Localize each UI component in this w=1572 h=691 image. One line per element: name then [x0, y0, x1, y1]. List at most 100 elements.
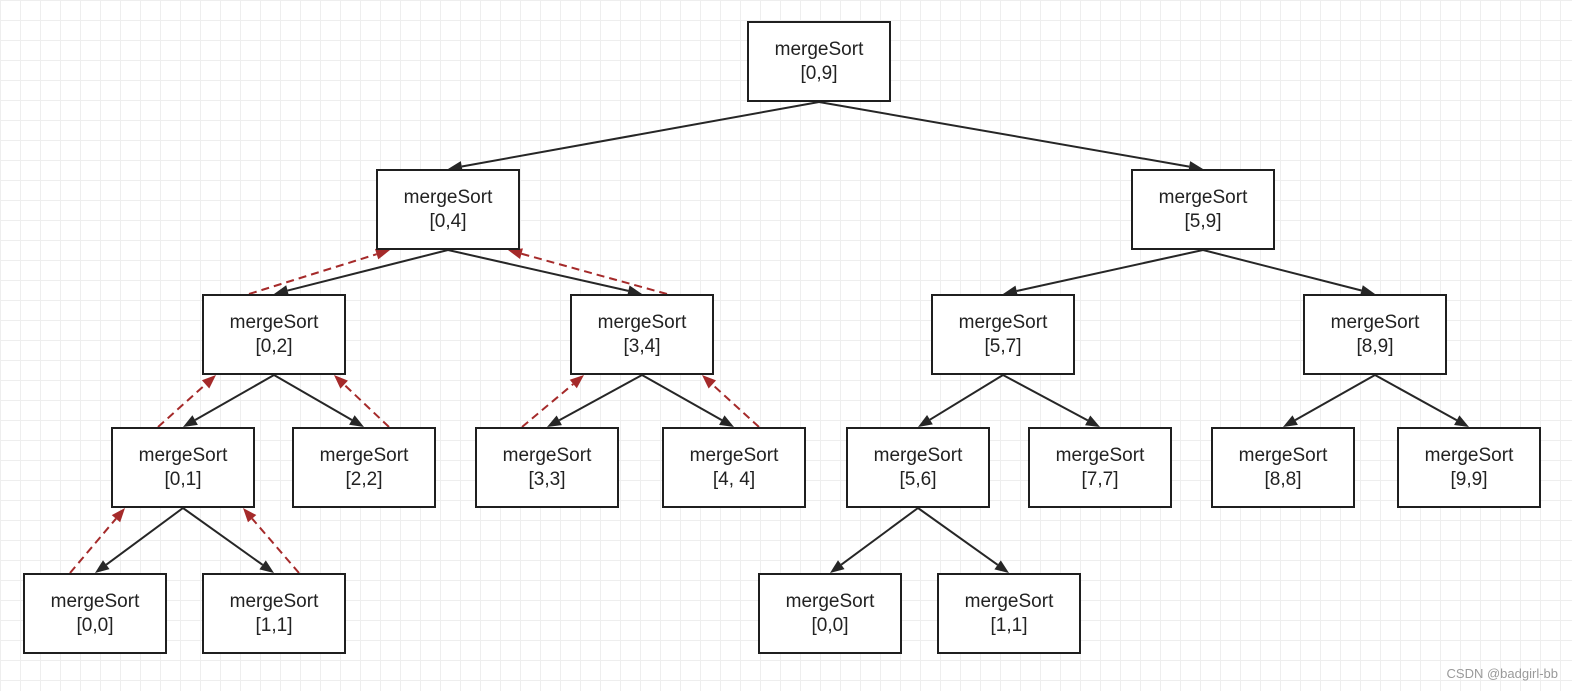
node-title: mergeSort	[774, 38, 864, 60]
call-edge	[1002, 374, 1089, 422]
node-n89: mergeSort[8,9]	[1303, 294, 1447, 375]
node-title: mergeSort	[958, 311, 1048, 333]
node-n00b: mergeSort[0,0]	[758, 573, 902, 654]
node-range: [9,9]	[1450, 468, 1488, 490]
return-edge	[248, 253, 377, 295]
node-title: mergeSort	[1158, 186, 1248, 208]
node-range: [5,6]	[899, 468, 937, 490]
call-arrowhead	[349, 415, 364, 427]
node-n99: mergeSort[9,9]	[1397, 427, 1541, 508]
watermark: CSDN @badgirl-bb	[1446, 666, 1558, 681]
call-edge	[447, 249, 629, 292]
node-range: [3,4]	[623, 335, 661, 357]
call-edge	[287, 249, 449, 292]
node-title: mergeSort	[403, 186, 493, 208]
call-arrowhead	[1003, 285, 1018, 297]
return-arrowhead	[569, 375, 584, 389]
node-title: mergeSort	[50, 590, 140, 612]
node-range: [0,4]	[429, 210, 467, 232]
call-arrowhead	[1283, 415, 1298, 427]
call-arrowhead	[627, 285, 642, 297]
call-arrowhead	[1454, 415, 1469, 427]
node-title: mergeSort	[1330, 311, 1420, 333]
return-edge	[157, 383, 207, 428]
call-arrowhead	[918, 415, 933, 427]
node-n22: mergeSort[2,2]	[292, 427, 436, 508]
node-range: [1,1]	[990, 614, 1028, 636]
return-edge	[711, 383, 760, 428]
node-range: [8,8]	[1264, 468, 1302, 490]
call-arrowhead	[95, 560, 110, 573]
call-edge	[840, 507, 919, 566]
call-edge	[1016, 249, 1204, 292]
node-n56: mergeSort[5,6]	[846, 427, 990, 508]
call-edge	[105, 507, 184, 566]
node-title: mergeSort	[1424, 444, 1514, 466]
node-range: [0,0]	[76, 614, 114, 636]
call-arrowhead	[274, 285, 289, 296]
call-edge	[1294, 374, 1376, 421]
node-title: mergeSort	[689, 444, 779, 466]
node-range: [0,2]	[255, 335, 293, 357]
node-range: [3,3]	[528, 468, 566, 490]
call-arrowhead	[183, 415, 198, 427]
return-arrowhead	[702, 375, 717, 389]
call-edge	[929, 374, 1004, 421]
node-n02: mergeSort[0,2]	[202, 294, 346, 375]
call-edge	[1374, 374, 1458, 422]
node-n57: mergeSort[5,7]	[931, 294, 1075, 375]
return-arrowhead	[334, 375, 348, 389]
node-range: [4, 4]	[712, 468, 756, 490]
node-title: mergeSort	[319, 444, 409, 466]
node-n33: mergeSort[3,3]	[475, 427, 619, 508]
return-edge	[521, 252, 668, 295]
node-title: mergeSort	[138, 444, 228, 466]
node-range: [0,9]	[800, 62, 838, 84]
return-edge	[343, 383, 390, 428]
node-n88: mergeSort[8,8]	[1211, 427, 1355, 508]
node-range: [5,9]	[1184, 210, 1222, 232]
call-edge	[194, 374, 275, 421]
call-edge	[558, 374, 643, 422]
node-title: mergeSort	[873, 444, 963, 466]
node-title: mergeSort	[502, 444, 592, 466]
call-edge	[917, 507, 999, 566]
node-title: mergeSort	[964, 590, 1054, 612]
node-n01: mergeSort[0,1]	[111, 427, 255, 508]
node-title: mergeSort	[1238, 444, 1328, 466]
call-edge	[182, 507, 264, 566]
return-arrowhead	[508, 248, 523, 260]
return-arrowhead	[243, 508, 257, 523]
node-n59: mergeSort[5,9]	[1131, 169, 1275, 250]
node-title: mergeSort	[785, 590, 875, 612]
node-range: [7,7]	[1081, 468, 1119, 490]
call-arrowhead	[547, 415, 562, 427]
call-arrowhead	[830, 560, 845, 573]
node-title: mergeSort	[1055, 444, 1145, 466]
call-edge	[641, 374, 723, 421]
node-title: mergeSort	[229, 590, 319, 612]
node-title: mergeSort	[597, 311, 687, 333]
call-arrowhead	[259, 560, 274, 573]
node-range: [1,1]	[255, 614, 293, 636]
call-edge	[273, 374, 353, 421]
node-range: [0,1]	[164, 468, 202, 490]
call-arrowhead	[719, 415, 734, 427]
return-arrowhead	[111, 508, 125, 523]
call-arrowhead	[1085, 415, 1100, 427]
node-n09: mergeSort[0,9]	[747, 21, 891, 102]
node-range: [2,2]	[345, 468, 383, 490]
node-range: [5,7]	[984, 335, 1022, 357]
call-edge	[818, 101, 1190, 168]
return-arrowhead	[201, 375, 216, 389]
return-edge	[521, 383, 574, 428]
node-n11b: mergeSort[1,1]	[937, 573, 1081, 654]
node-n44: mergeSort[4, 4]	[662, 427, 806, 508]
return-arrowhead	[374, 248, 390, 260]
node-n34: mergeSort[3,4]	[570, 294, 714, 375]
node-n00: mergeSort[0,0]	[23, 573, 167, 654]
node-range: [0,0]	[811, 614, 849, 636]
node-range: [8,9]	[1356, 335, 1394, 357]
call-arrowhead	[1360, 285, 1375, 296]
node-n77: mergeSort[7,7]	[1028, 427, 1172, 508]
